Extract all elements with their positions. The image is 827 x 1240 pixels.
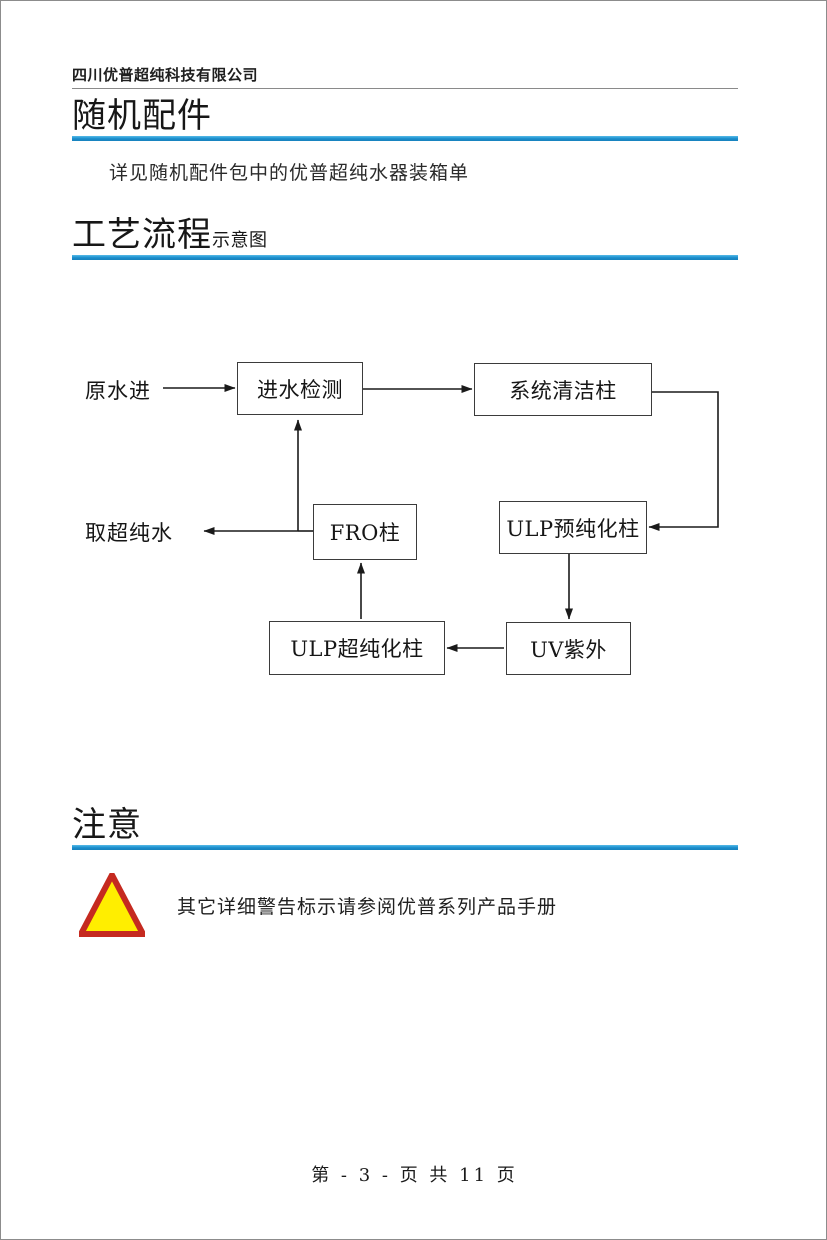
flow-box-label: FRO柱 [329,521,401,545]
flow-box-inlet-test[interactable]: 进水检测 [237,362,363,415]
section-rule [72,255,738,261]
flow-box-ulp-pre[interactable]: ULP预纯化柱 [499,501,647,554]
edge-system-clean-to-ulp-pre [648,391,719,531]
section-heading-accessories: 随机配件 [72,98,738,142]
section-title-main: 注意 [72,805,142,845]
section-title-line: 注意 [72,807,738,843]
flow-box-fro-column[interactable]: FRO柱 [313,504,417,560]
section-title-line: 工艺流程示意图 [72,217,738,253]
flow-box-label: UV紫外 [530,637,607,662]
section-heading-notice: 注意 [72,807,738,851]
flow-label-raw-water-in: 原水进 [85,379,151,403]
section-title-sub: 示意图 [212,230,268,251]
section-title-line: 随机配件 [72,98,738,134]
section-heading-process-flow: 工艺流程示意图 [72,217,738,261]
accessories-body-text: 详见随机配件包中的优普超纯水器装箱单 [109,162,470,184]
running-header: 四川优普超纯科技有限公司 [72,64,738,89]
flow-label-ultrapure-out: 取超纯水 [85,521,173,545]
company-name: 四川优普超纯科技有限公司 [72,66,259,84]
flow-box-system-clean[interactable]: 系统清洁柱 [474,363,652,416]
warning-triangle-icon [79,873,145,937]
flow-box-label: ULP预纯化柱 [506,516,640,541]
warning-row: 其它详细警告标示请参阅优普系列产品手册 [79,873,557,937]
flow-box-label: 系统清洁柱 [509,378,617,403]
warning-text: 其它详细警告标示请参阅优普系列产品手册 [177,895,558,918]
flow-box-label: 进水检测 [257,377,343,402]
section-rule [72,136,738,142]
flow-box-ulp-ultra[interactable]: ULP超纯化柱 [269,621,445,675]
flow-box-label: ULP超纯化柱 [290,637,424,661]
section-title-main: 工艺流程 [72,215,212,255]
page-footer: 第 - 3 - 页 共 11 页 [311,1165,518,1186]
section-rule [72,845,738,851]
section-title-main: 随机配件 [72,96,212,136]
flow-box-uv[interactable]: UV紫外 [506,622,631,675]
